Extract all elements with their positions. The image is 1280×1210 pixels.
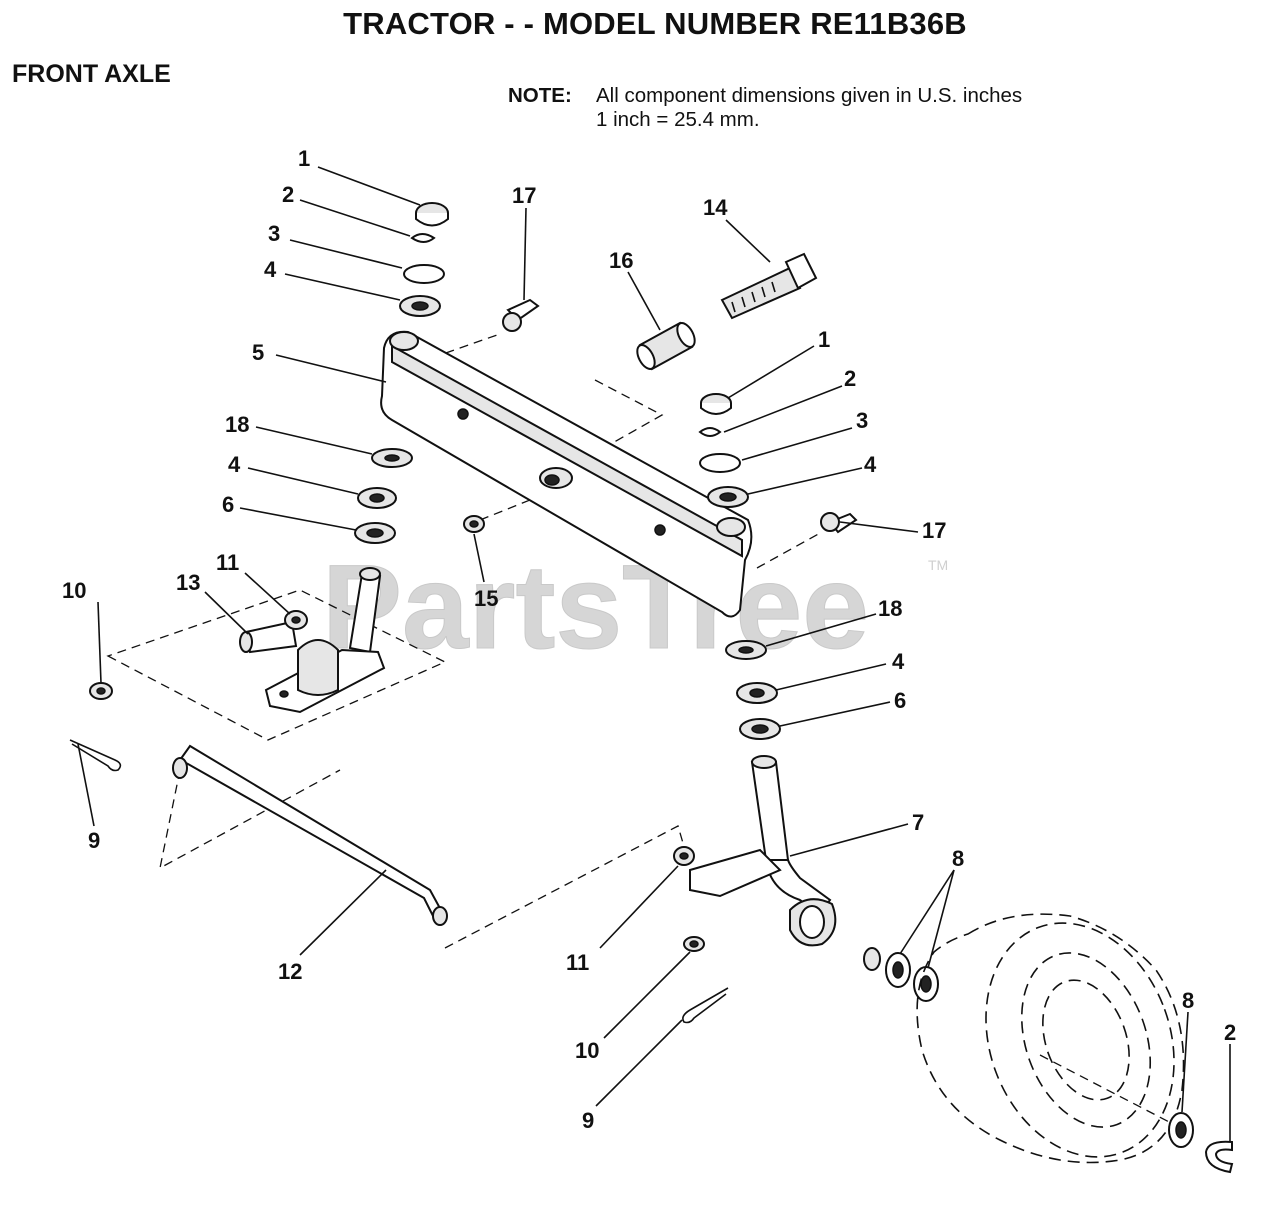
callout-6-left: 6	[222, 492, 234, 517]
callout-12: 12	[278, 959, 302, 984]
right-grease-fitting	[820, 512, 858, 534]
callout-4-left-bottom: 4	[228, 452, 241, 477]
callout-numbers: 1 2 3 4 5 17 16 14 1 2 3 4 18 4 6 17 15 …	[62, 146, 1236, 1133]
note-line-2: 1 inch = 25.4 mm.	[596, 108, 760, 131]
callout-6-right: 6	[894, 688, 906, 713]
callout-7: 7	[912, 810, 924, 835]
dimension-note: NOTE: All component dimensions given in U…	[508, 84, 1022, 132]
left-spindle	[239, 567, 386, 714]
right-spindle	[689, 755, 837, 947]
callout-9-left: 9	[88, 828, 100, 853]
left-cotter-pin	[69, 739, 122, 772]
right-pin-cap	[700, 393, 732, 415]
callout-3-right: 3	[856, 408, 868, 433]
axle-pivot-hole	[539, 467, 573, 489]
spindle-spacer	[863, 947, 881, 971]
left-grease-fitting	[502, 298, 540, 332]
callout-3-left: 3	[268, 221, 280, 246]
callout-leaders	[77, 166, 1231, 1142]
callout-17-right: 17	[922, 518, 946, 543]
callout-8-outer: 8	[1182, 988, 1194, 1013]
callout-4-right-top: 4	[864, 452, 877, 477]
note-label: NOTE:	[508, 84, 572, 107]
callout-4-right-bottom: 4	[892, 649, 905, 674]
right-lock-washer	[699, 453, 741, 473]
callout-4-left-top: 4	[264, 257, 277, 282]
watermark: PartsTree	[322, 540, 869, 674]
callout-11-right: 11	[566, 950, 589, 975]
page-title: TRACTOR - - MODEL NUMBER RE11B36B	[343, 6, 967, 41]
left-spindle-nut	[284, 610, 308, 630]
assembly-lines	[106, 334, 1176, 1126]
callout-2-left: 2	[282, 182, 294, 207]
callout-5: 5	[252, 340, 264, 365]
left-clip	[410, 233, 436, 243]
front-axle-beam	[380, 330, 753, 618]
wheel-washers	[885, 952, 939, 1002]
section-title: FRONT AXLE	[12, 60, 171, 88]
callout-8-washers: 8	[952, 846, 964, 871]
callout-1-left: 1	[298, 146, 310, 171]
callout-14: 14	[703, 195, 728, 220]
callout-18-left: 18	[225, 412, 249, 437]
callout-10-right: 10	[575, 1038, 599, 1063]
front-tire	[916, 913, 1185, 1164]
spacer-tube	[636, 321, 696, 371]
retaining-clip	[1204, 1140, 1234, 1174]
left-pin-cap	[415, 202, 449, 227]
callout-9-right: 9	[582, 1108, 594, 1133]
callout-2-clip: 2	[1224, 1020, 1236, 1045]
watermark-trademark: TM	[928, 557, 948, 573]
callout-2-right: 2	[844, 366, 856, 391]
callout-10-left: 10	[62, 578, 86, 603]
outer-wheel-washer	[1168, 1112, 1194, 1148]
callout-18-right: 18	[878, 596, 902, 621]
pivot-bolt	[720, 252, 818, 320]
note-line-1: All component dimensions given in U.S. i…	[596, 84, 1023, 107]
callout-1-right: 1	[818, 327, 830, 352]
note-body: All component dimensions given in U.S. i…	[596, 84, 1022, 132]
right-cotter-pin	[682, 987, 729, 1024]
left-lock-washer	[403, 264, 445, 284]
callout-13: 13	[176, 570, 200, 595]
callout-15: 15	[474, 586, 498, 611]
right-clip	[698, 427, 722, 437]
callout-17-left: 17	[512, 183, 536, 208]
right-spindle-nut	[673, 846, 695, 866]
callout-11-left: 11	[216, 550, 239, 575]
tie-rod	[172, 744, 448, 926]
callout-16: 16	[609, 248, 633, 273]
pivot-nut	[463, 515, 485, 533]
